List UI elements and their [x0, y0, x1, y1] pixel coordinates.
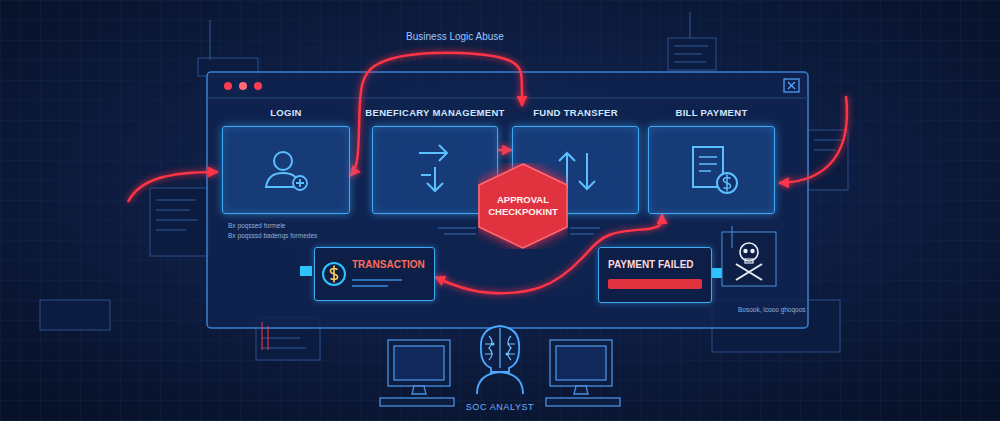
side-panels-part — [40, 300, 110, 330]
box-heading: BENEFICARY MANAGEMENT — [340, 106, 530, 126]
panel-lines-part — [156, 230, 186, 231]
skull-symbol-part — [743, 249, 747, 253]
panel-lines-part — [690, 12, 691, 38]
status-panel: TRANSACTION — [314, 247, 435, 301]
panel-lines-part — [814, 150, 836, 151]
panel-lines-part — [814, 140, 842, 141]
process-box: BILL PAYMENT — [648, 106, 775, 214]
monitors-part — [412, 386, 426, 394]
user-icon — [223, 127, 350, 215]
panel-frame — [598, 247, 712, 303]
panel-label: TRANSACTION — [352, 259, 425, 270]
box-body — [222, 126, 350, 214]
sparkle-lines-part — [262, 322, 263, 350]
error-bar — [608, 279, 702, 289]
sparkle-lines-part — [438, 228, 476, 229]
box-heading: BILL PAYMENT — [617, 106, 807, 126]
skull-symbol-part — [740, 243, 758, 261]
sparkle-lines-part — [268, 326, 269, 350]
box-body — [648, 126, 775, 214]
hex-text-wrap: APPROVAL CHECKPOKINT — [478, 163, 568, 249]
sparkle-lines-part — [570, 228, 600, 229]
bill-icon — [649, 127, 776, 215]
monitors-part — [380, 398, 454, 406]
connector-tabs-part — [712, 268, 722, 278]
window-panel-part — [239, 82, 247, 90]
coin-icon — [320, 260, 348, 288]
analyst-figure: SOC ANALYST — [455, 320, 545, 414]
checkpoint-hexagon: APPROVAL CHECKPOKINT — [478, 163, 568, 249]
checkpoint-label: APPROVAL CHECKPOKINT — [483, 194, 563, 218]
note-text: Bosook, lcooo ghoqoos — [738, 306, 806, 313]
panel-lines-part — [156, 210, 190, 211]
status-panel: PAYMENT FAILED — [598, 247, 712, 303]
panel-line — [352, 285, 388, 287]
analyst-label: SOC ANALYST — [455, 402, 545, 412]
panel-label: PAYMENT FAILED — [608, 259, 694, 270]
connector-tabs-part — [300, 266, 312, 276]
panel-lines-part — [210, 20, 211, 60]
connector-tabs-part — [712, 273, 722, 274]
box-heading: FUND TRANSFER — [481, 106, 671, 126]
window-panel-part — [224, 82, 232, 90]
monitors-part — [388, 340, 450, 386]
monitors-part — [546, 398, 620, 406]
skull-symbol-part — [745, 259, 753, 263]
side-panels — [40, 38, 848, 360]
diagram-title: Business Logic Abuse — [355, 31, 555, 42]
panel-lines-part — [674, 54, 702, 55]
decor-arrows-part — [128, 172, 218, 202]
panel-line — [352, 279, 402, 281]
side-panels-part — [150, 188, 208, 256]
box-heading: LOGIN — [191, 106, 381, 126]
sparkle-lines-part — [570, 234, 594, 235]
window-panel-part — [788, 82, 795, 89]
window-panel-part — [254, 82, 262, 90]
skull-symbol-part — [732, 226, 733, 248]
window-panel-part — [207, 98, 808, 99]
side-panels-part — [668, 38, 716, 70]
skull-symbol-part — [722, 232, 776, 286]
attack-arrow — [498, 149, 512, 152]
monitors-part — [556, 346, 606, 380]
panel-lines-part — [674, 62, 706, 63]
side-panels-part — [808, 130, 848, 190]
note-text: Bx poqssed formele — [228, 222, 285, 229]
decor-arrows-part — [779, 96, 847, 183]
monitors-part — [574, 386, 588, 394]
monitors-part — [394, 346, 444, 380]
sparkle-lines — [262, 228, 600, 350]
process-box: LOGIN — [222, 106, 350, 214]
skull-symbol-part — [750, 249, 754, 253]
skull-symbol-part — [736, 264, 762, 280]
panel-lines-part — [156, 220, 198, 221]
panel-lines-part — [156, 200, 196, 201]
sparkle-lines-part — [444, 234, 476, 235]
note-text: Bx poqsssd badenqs formedes — [228, 232, 317, 239]
window-panel-part — [784, 79, 799, 92]
panel-lines-part — [674, 46, 708, 47]
analyst-head — [455, 320, 545, 398]
skull-symbol — [722, 226, 776, 286]
panel-lines — [156, 12, 842, 348]
panel-lines-part — [262, 348, 306, 349]
monitors-part — [550, 340, 612, 386]
